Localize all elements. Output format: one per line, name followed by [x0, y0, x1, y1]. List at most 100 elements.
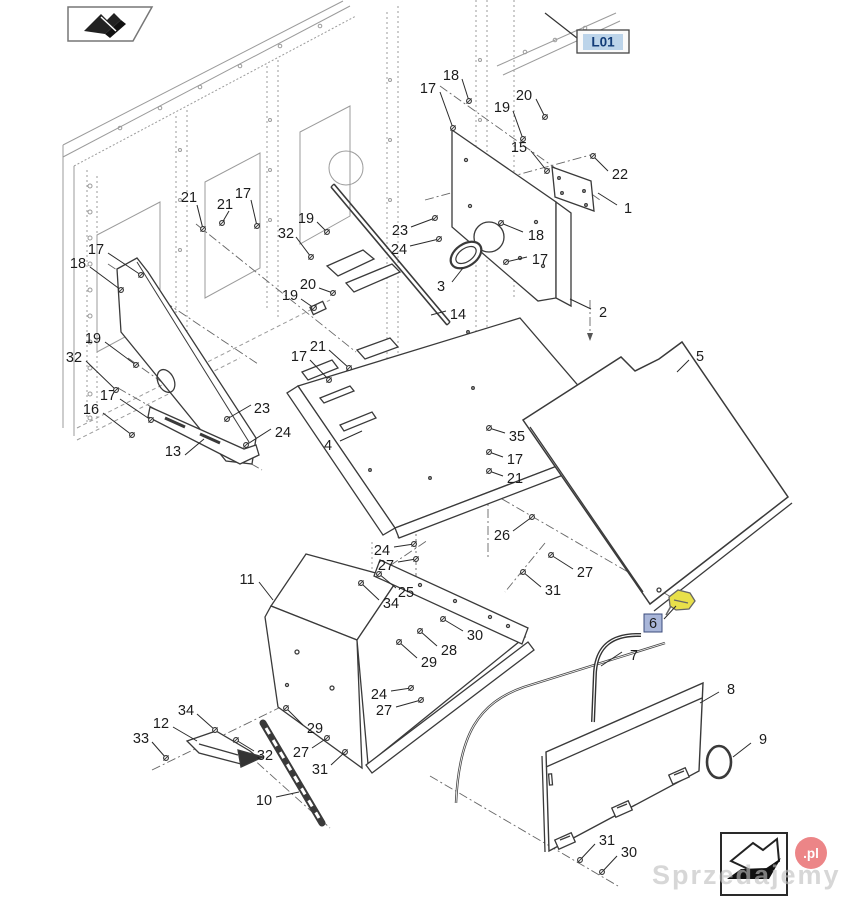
section-reference[interactable]: L01 [544, 12, 630, 54]
callout-17[interactable]: 17 [291, 349, 332, 383]
callout-32[interactable]: 32 [233, 737, 273, 764]
callout-number[interactable]: 24 [371, 687, 387, 703]
callout-number[interactable]: 19 [85, 331, 101, 347]
callout-number[interactable]: 30 [467, 628, 483, 644]
callout-number[interactable]: 18 [528, 228, 544, 244]
callout-number[interactable]: 21 [507, 471, 523, 487]
callout-27[interactable]: 27 [376, 697, 424, 719]
callout-27[interactable]: 27 [378, 556, 419, 574]
callout-23[interactable]: 23 [392, 215, 438, 239]
callout-30[interactable]: 30 [599, 845, 637, 875]
callout-29[interactable]: 29 [396, 639, 437, 671]
callout-number[interactable]: 17 [532, 252, 548, 268]
callout-2[interactable]: 2 [569, 298, 607, 321]
callout-34[interactable]: 34 [358, 580, 399, 612]
callout-number[interactable]: 31 [312, 762, 328, 778]
callout-number[interactable]: 3 [437, 279, 445, 295]
callout-number[interactable]: 35 [509, 429, 525, 445]
callout-1[interactable]: 1 [597, 192, 632, 217]
callout-number[interactable]: 27 [577, 565, 593, 581]
callout-number[interactable]: 30 [621, 845, 637, 861]
callout-28[interactable]: 28 [417, 628, 457, 659]
callout-number[interactable]: 11 [239, 572, 254, 588]
callout-number[interactable]: 26 [494, 528, 510, 544]
callout-number[interactable]: 29 [307, 721, 323, 737]
catalog-logo-button[interactable] [720, 832, 788, 896]
callout-20[interactable]: 20 [300, 277, 336, 296]
callout-17[interactable]: 17 [486, 449, 523, 468]
callout-9[interactable]: 9 [732, 732, 767, 758]
callout-number[interactable]: 23 [254, 401, 270, 417]
callout-number[interactable]: 20 [300, 277, 316, 293]
callout-number[interactable]: 31 [545, 583, 561, 599]
callout-24[interactable]: 24 [374, 541, 417, 559]
callout-34[interactable]: 34 [178, 703, 218, 733]
callout-number[interactable]: 19 [282, 288, 298, 304]
callout-25[interactable]: 25 [376, 571, 414, 601]
callout-21[interactable]: 21 [181, 190, 206, 232]
callout-27[interactable]: 27 [293, 735, 330, 761]
callout-11[interactable]: 11 [239, 572, 274, 601]
callout-number[interactable]: 17 [100, 388, 116, 404]
section-code-label[interactable]: L01 [591, 35, 615, 50]
callout-number[interactable]: 32 [278, 226, 294, 242]
callout-number[interactable]: 18 [443, 68, 459, 84]
callout-30[interactable]: 30 [440, 616, 483, 644]
callout-23[interactable]: 23 [224, 401, 270, 422]
callout-number[interactable]: 33 [133, 731, 149, 747]
callout-5[interactable]: 5 [676, 349, 704, 373]
callout-number[interactable]: 34 [178, 703, 194, 719]
callout-number[interactable]: 1 [624, 201, 632, 217]
callout-number[interactable]: 17 [507, 452, 523, 468]
callout-19[interactable]: 19 [298, 211, 330, 235]
callout-18[interactable]: 18 [443, 68, 472, 104]
callout-number[interactable]: 8 [727, 682, 735, 698]
callout-number[interactable]: 5 [696, 349, 704, 365]
callout-number[interactable]: 23 [392, 223, 408, 239]
callout-17[interactable]: 17 [420, 81, 456, 131]
callout-number[interactable]: 31 [599, 833, 615, 849]
callout-number[interactable]: 19 [298, 211, 314, 227]
callout-21[interactable]: 21 [217, 197, 233, 226]
callout-10[interactable]: 10 [256, 791, 300, 809]
callout-13[interactable]: 13 [165, 438, 205, 460]
callout-number[interactable]: 20 [516, 88, 532, 104]
callout-number[interactable]: 34 [383, 596, 399, 612]
callout-number[interactable]: 28 [441, 643, 457, 659]
callout-number[interactable]: 16 [83, 402, 99, 418]
part-6-clip-highlighted[interactable] [665, 589, 696, 616]
callout-number[interactable]: 21 [217, 197, 233, 213]
callout-15[interactable]: 15 [511, 140, 550, 174]
callout-8[interactable]: 8 [699, 682, 735, 704]
callout-17[interactable]: 17 [235, 186, 260, 229]
callout-number[interactable]: 29 [421, 655, 437, 671]
callout-32[interactable]: 32 [278, 226, 314, 260]
callout-number[interactable]: 12 [153, 716, 169, 732]
callout-24[interactable]: 24 [243, 425, 291, 448]
callout-19[interactable]: 19 [494, 100, 526, 142]
callout-number[interactable]: 15 [511, 140, 527, 156]
callout-number[interactable]: 7 [630, 648, 638, 664]
callout-number[interactable]: 14 [450, 307, 466, 323]
back-reference-button[interactable] [67, 6, 154, 42]
callout-20[interactable]: 20 [516, 88, 548, 120]
callout-number[interactable]: 2 [599, 305, 607, 321]
callout-number[interactable]: 17 [420, 81, 436, 97]
callout-number[interactable]: 13 [165, 444, 181, 460]
callout-number[interactable]: 27 [378, 558, 394, 574]
callout-27[interactable]: 27 [548, 552, 593, 581]
callout-number[interactable]: 4 [324, 438, 332, 454]
callout-number[interactable]: 27 [376, 703, 392, 719]
callout-32[interactable]: 32 [66, 350, 119, 393]
callout-24[interactable]: 24 [371, 685, 414, 703]
callout-7[interactable]: 7 [600, 648, 638, 667]
callout-number[interactable]: 25 [398, 585, 414, 601]
callout-number[interactable]: 19 [494, 100, 510, 116]
callout-18[interactable]: 18 [70, 256, 124, 293]
callout-number[interactable]: 24 [275, 425, 291, 441]
callout-31[interactable]: 31 [577, 833, 615, 863]
callout-number[interactable]: 17 [88, 242, 104, 258]
callout-35[interactable]: 35 [486, 425, 525, 445]
callout-number[interactable]: 27 [293, 745, 309, 761]
callout-number[interactable]: 18 [70, 256, 86, 272]
